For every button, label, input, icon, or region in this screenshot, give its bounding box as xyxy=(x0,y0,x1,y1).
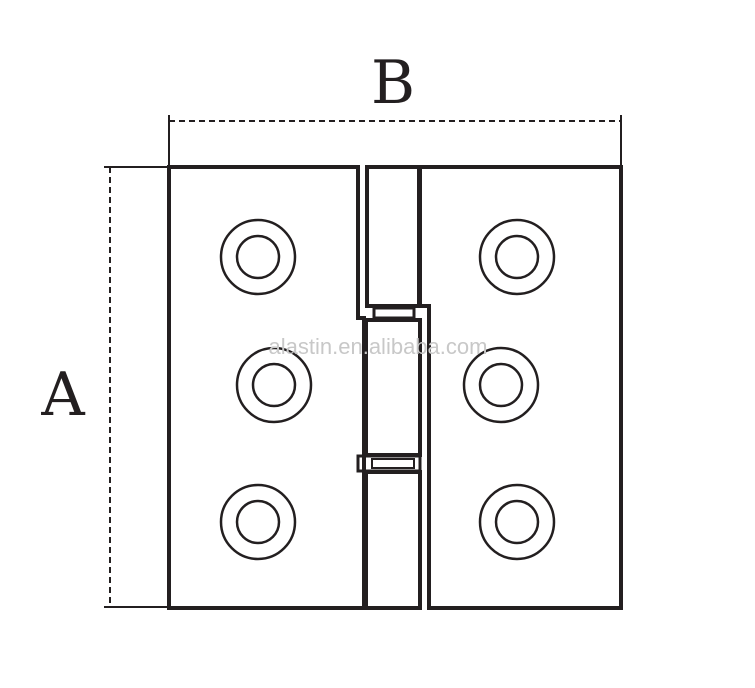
screw-hole-right-bottom xyxy=(478,483,556,561)
screw-hole-left-top xyxy=(219,218,297,296)
dimension-b: B xyxy=(168,48,622,166)
hinge-knuckle-top xyxy=(365,165,421,308)
hinge-knuckle-bottom-collar-inner xyxy=(371,458,415,469)
screw-hole-right-top xyxy=(478,218,556,296)
dimension-b-label: B xyxy=(371,48,415,118)
dimension-a: A xyxy=(40,166,168,608)
screw-hole-left-middle xyxy=(235,346,313,424)
screw-hole-right-middle xyxy=(462,346,540,424)
hinge-knuckle-bottom xyxy=(364,470,422,610)
watermark-text: alastin.en.alibaba.com xyxy=(269,334,488,359)
screw-hole-left-bottom xyxy=(219,483,297,561)
hinge-knuckle-top-collar xyxy=(372,306,416,320)
dimension-a-label: A xyxy=(40,360,85,430)
